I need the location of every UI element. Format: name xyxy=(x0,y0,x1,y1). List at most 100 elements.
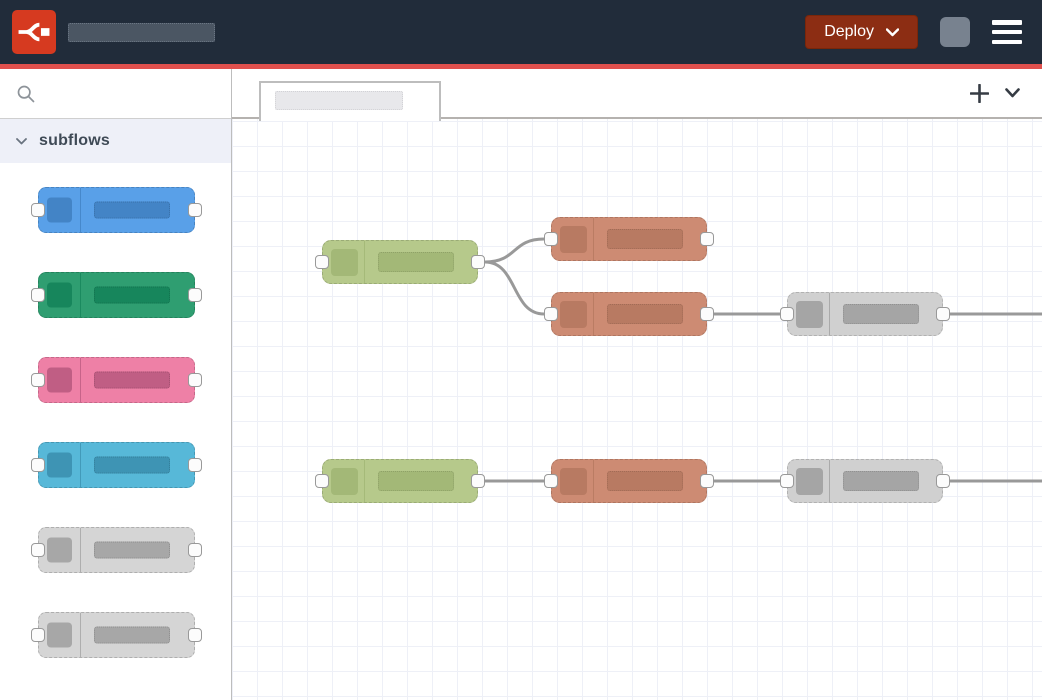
hamburger-icon xyxy=(992,20,1022,25)
flow-node-olive-1[interactable] xyxy=(315,240,485,284)
node-output-port[interactable] xyxy=(188,628,202,642)
flow-node-gray-2[interactable] xyxy=(780,459,950,503)
deploy-button[interactable]: Deploy xyxy=(805,15,918,49)
node-label-placeholder xyxy=(94,541,170,559)
palette-node-list xyxy=(0,163,231,658)
node-output-port[interactable] xyxy=(188,543,202,557)
chevron-down-icon xyxy=(16,137,27,144)
node-label-placeholder xyxy=(94,201,170,219)
flow-list-button[interactable] xyxy=(1005,88,1020,98)
node-output-port[interactable] xyxy=(700,232,714,246)
workspace xyxy=(232,69,1042,700)
palette-node-gray[interactable] xyxy=(31,527,202,573)
node-icon xyxy=(331,249,358,276)
node-divider xyxy=(829,293,830,335)
flow-node-salmon-1[interactable] xyxy=(544,217,714,261)
node-divider xyxy=(593,218,594,260)
node-label-placeholder xyxy=(378,471,454,491)
palette-category-subflows[interactable]: subflows xyxy=(0,119,231,163)
node-divider xyxy=(593,293,594,335)
tab-label-placeholder xyxy=(275,91,403,110)
node-output-port[interactable] xyxy=(188,203,202,217)
flow-node-gray-1[interactable] xyxy=(780,292,950,336)
node-icon xyxy=(47,537,72,563)
user-avatar[interactable] xyxy=(940,17,970,47)
node-label-placeholder xyxy=(607,229,683,249)
node-input-port[interactable] xyxy=(544,474,558,488)
flow-node-olive-2[interactable] xyxy=(315,459,485,503)
flow-tab[interactable] xyxy=(259,81,441,121)
node-icon xyxy=(47,367,72,393)
wire[interactable] xyxy=(484,260,545,316)
node-icon xyxy=(47,452,72,478)
node-input-port[interactable] xyxy=(31,373,45,387)
main-menu-button[interactable] xyxy=(992,20,1022,44)
node-output-port[interactable] xyxy=(188,288,202,302)
node-label-placeholder xyxy=(94,456,170,474)
app-header: Deploy xyxy=(0,0,1042,64)
node-input-port[interactable] xyxy=(780,474,794,488)
flow-node-salmon-2[interactable] xyxy=(544,292,714,336)
node-input-port[interactable] xyxy=(31,543,45,557)
node-divider xyxy=(80,443,81,487)
node-output-port[interactable] xyxy=(471,255,485,269)
node-label-placeholder xyxy=(607,304,683,324)
logo-glyph xyxy=(18,22,50,42)
flow-tabbar xyxy=(232,69,1042,121)
node-icon xyxy=(796,468,823,495)
palette-node-pink[interactable] xyxy=(31,357,202,403)
node-icon xyxy=(560,468,587,495)
palette-search-input[interactable] xyxy=(0,69,231,119)
node-input-port[interactable] xyxy=(315,474,329,488)
palette-node-green[interactable] xyxy=(31,272,202,318)
node-input-port[interactable] xyxy=(315,255,329,269)
node-output-port[interactable] xyxy=(936,307,950,321)
main-area: subflows xyxy=(0,69,1042,700)
node-icon xyxy=(47,622,72,648)
palette-node-cyan[interactable] xyxy=(31,442,202,488)
node-divider xyxy=(593,460,594,502)
node-icon xyxy=(331,468,358,495)
deploy-label: Deploy xyxy=(824,23,874,40)
node-divider xyxy=(80,613,81,657)
deploy-chevron-down-icon xyxy=(886,27,899,36)
add-flow-button[interactable] xyxy=(970,83,989,103)
node-divider xyxy=(80,528,81,572)
header-accent-line xyxy=(0,64,1042,69)
node-label-placeholder xyxy=(607,471,683,491)
node-input-port[interactable] xyxy=(780,307,794,321)
node-output-port[interactable] xyxy=(700,307,714,321)
palette-node-gray[interactable] xyxy=(31,612,202,658)
plus-icon xyxy=(970,83,989,103)
flow-node-salmon-3[interactable] xyxy=(544,459,714,503)
node-input-port[interactable] xyxy=(544,307,558,321)
node-icon xyxy=(796,301,823,328)
chevron-down-icon xyxy=(1005,88,1020,98)
node-input-port[interactable] xyxy=(31,628,45,642)
node-output-port[interactable] xyxy=(936,474,950,488)
node-icon xyxy=(47,197,72,223)
node-input-port[interactable] xyxy=(31,458,45,472)
node-label-placeholder xyxy=(843,471,919,491)
node-label-placeholder xyxy=(94,626,170,644)
node-label-placeholder xyxy=(843,304,919,324)
search-icon xyxy=(17,85,35,102)
node-divider xyxy=(80,358,81,402)
wire[interactable] xyxy=(484,237,545,264)
node-divider xyxy=(80,188,81,232)
flow-canvas[interactable] xyxy=(232,119,1042,700)
node-output-port[interactable] xyxy=(471,474,485,488)
node-output-port[interactable] xyxy=(700,474,714,488)
wire-layer xyxy=(484,237,1042,483)
node-input-port[interactable] xyxy=(544,232,558,246)
hamburger-icon xyxy=(992,39,1022,44)
node-label-placeholder xyxy=(94,371,170,389)
node-input-port[interactable] xyxy=(31,288,45,302)
node-output-port[interactable] xyxy=(188,373,202,387)
node-input-port[interactable] xyxy=(31,203,45,217)
node-label-placeholder xyxy=(94,286,170,304)
header-actions: Deploy xyxy=(805,0,1022,64)
node-output-port[interactable] xyxy=(188,458,202,472)
palette-node-blue[interactable] xyxy=(31,187,202,233)
